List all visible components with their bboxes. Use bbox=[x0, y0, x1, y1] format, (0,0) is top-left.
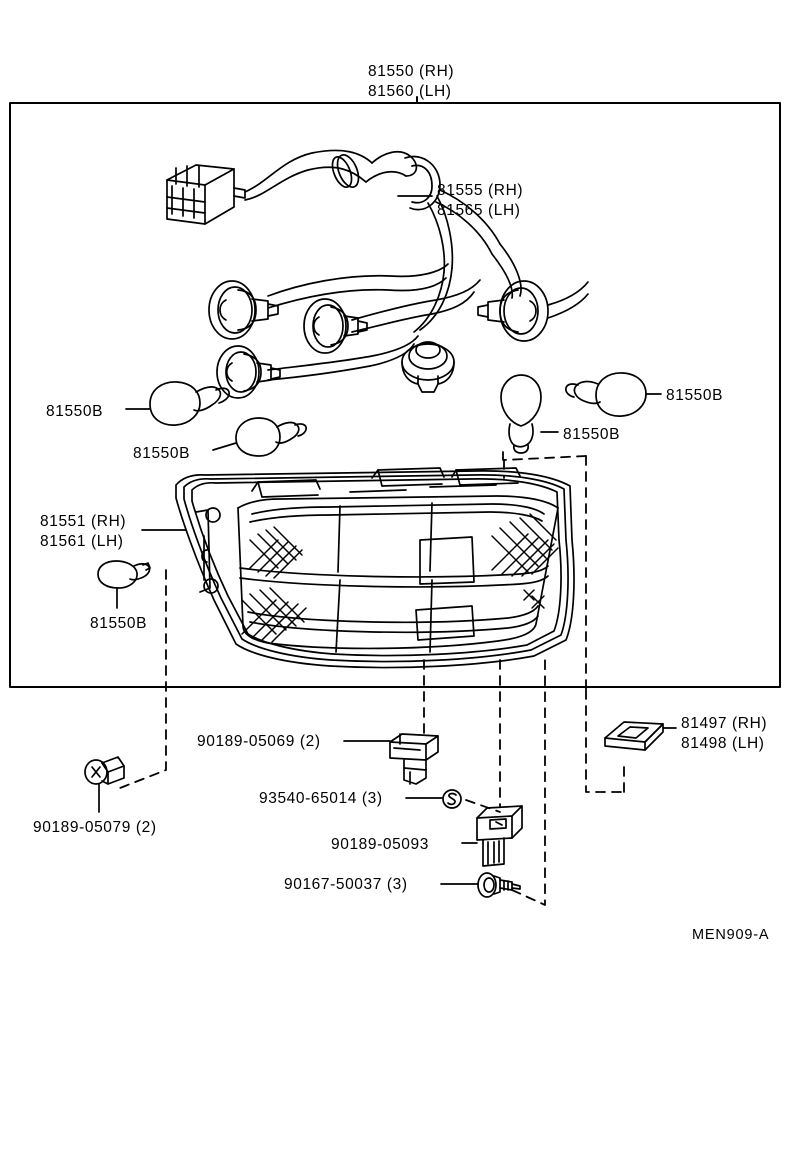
screw-93540-65014-symbol bbox=[405, 789, 462, 809]
lens-label-rh: 81551 (RH) bbox=[40, 513, 127, 530]
clip-90189-05093-illustration bbox=[461, 805, 523, 867]
assembly-label-rh: 81550 (RH) bbox=[368, 63, 455, 80]
harness-label-lh: 81565 (LH) bbox=[437, 202, 521, 219]
bulb-illustration bbox=[500, 374, 559, 454]
bulb-label-right-lower: 81550B bbox=[563, 426, 621, 443]
bulb-label-left-upper: 81550B bbox=[46, 403, 104, 420]
wedge-bulb-illustration bbox=[97, 560, 151, 609]
tail-lamp-lens-illustration bbox=[175, 467, 575, 669]
bulb-socket bbox=[477, 280, 549, 342]
bulb-illustration bbox=[565, 372, 662, 417]
bulb-socket bbox=[216, 345, 281, 399]
bulb-socket bbox=[208, 280, 279, 340]
diagram-border-box bbox=[9, 102, 781, 688]
harness-label-rh: 81555 (RH) bbox=[437, 182, 524, 199]
wire-harness-illustration bbox=[166, 149, 589, 399]
clip-label-90189-05093: 90189-05093 bbox=[331, 836, 429, 853]
bulb-label-left-lower: 81550B bbox=[133, 445, 191, 462]
gasket-81497-illustration bbox=[604, 721, 677, 751]
bulb-illustration bbox=[212, 417, 307, 457]
screw-label-90189-05079: 90189-05079 (2) bbox=[33, 819, 157, 836]
gasket-label-rh: 81497 (RH) bbox=[681, 715, 768, 732]
clip-label-90189-05069: 90189-05069 (2) bbox=[197, 733, 321, 750]
bulb-socket bbox=[303, 298, 368, 354]
screw-label-93540-65014: 93540-65014 (3) bbox=[259, 790, 383, 807]
clip-90189-05069-illustration bbox=[343, 733, 439, 785]
figure-code: MEN909-A bbox=[692, 927, 770, 943]
screw-label-90167-50037: 90167-50037 (3) bbox=[284, 876, 408, 893]
screw-90167-50037-illustration bbox=[440, 872, 521, 898]
screw-90189-05079-illustration bbox=[84, 756, 125, 813]
assembly-label-lh: 81560 (LH) bbox=[368, 83, 452, 100]
bulb-label-right-upper: 81550B bbox=[666, 387, 724, 404]
bulb-socket bbox=[401, 341, 455, 393]
bulb-label-small-wedge: 81550B bbox=[90, 615, 148, 632]
assembly-dashed-lines bbox=[119, 451, 625, 906]
gasket-label-lh: 81498 (LH) bbox=[681, 735, 765, 752]
harness-connector bbox=[166, 164, 246, 225]
lens-label-lh: 81561 (LH) bbox=[40, 533, 124, 550]
bulb-illustration bbox=[125, 381, 230, 426]
